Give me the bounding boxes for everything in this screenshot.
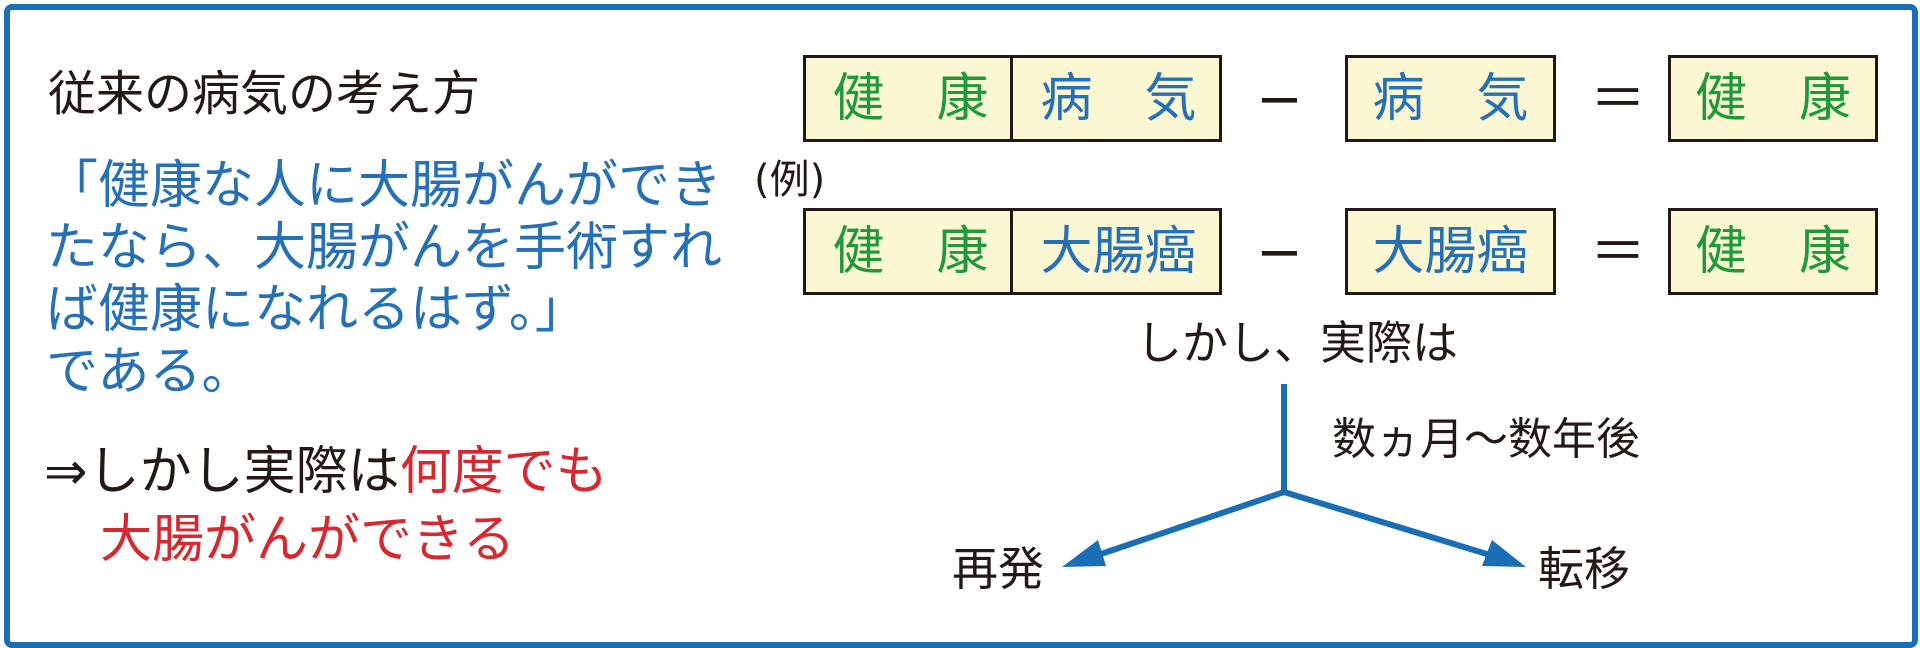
top-disease-label: 病 気 <box>1040 68 1197 129</box>
recurrence-arrowhead <box>1062 540 1106 567</box>
example-minus-sign: − <box>1256 220 1303 285</box>
reality-label: しかし、実際は <box>1136 316 1458 370</box>
conclusion-line-1: ⇒しかし実際は何度でも <box>44 446 608 498</box>
top-equals-sign: ＝ <box>1590 67 1646 132</box>
implies-arrow: ⇒ <box>44 442 88 502</box>
top-healthy-label: 健 康 <box>832 68 989 129</box>
conclusion-black-text: しかし実際は <box>87 442 400 502</box>
example-equals-sign: ＝ <box>1590 220 1646 285</box>
top-result-box: 健 康 <box>1668 55 1878 142</box>
example-healthy-label: 健 康 <box>832 221 989 282</box>
example-box-divider <box>1010 208 1013 295</box>
quote-line-1: 「健康な人に大腸がんができ <box>46 156 723 216</box>
top-minus-sign: − <box>1256 67 1303 132</box>
recurrence-arrow-shaft <box>1097 489 1285 558</box>
top-subtracted-box: 病 気 <box>1345 55 1556 142</box>
top-box-divider <box>1010 55 1013 142</box>
example-subtracted-box: 大腸癌 <box>1345 208 1556 295</box>
conclusion-red-text-1: 何度でも <box>399 442 608 502</box>
example-disease-label: 大腸癌 <box>1040 221 1197 282</box>
quote-line-4: である。 <box>46 342 254 402</box>
recurrence-label: 再発 <box>952 542 1044 596</box>
conclusion-line-2: 大腸がんができる <box>100 510 515 570</box>
metastasis-label: 転移 <box>1538 542 1630 596</box>
quote-line-2: たなら、大腸がんを手術すれ <box>46 218 723 278</box>
example-label: (例) <box>754 157 826 203</box>
example-result-box: 健 康 <box>1668 208 1878 295</box>
metastasis-arrowhead <box>1482 540 1526 567</box>
timeline-label: 数ヵ月〜数年後 <box>1332 414 1640 465</box>
quote-line-3: ば健康になれるはず。」 <box>46 280 587 340</box>
heading: 従来の病気の考え方 <box>48 66 481 122</box>
metastasis-arrow-shaft <box>1283 489 1491 558</box>
